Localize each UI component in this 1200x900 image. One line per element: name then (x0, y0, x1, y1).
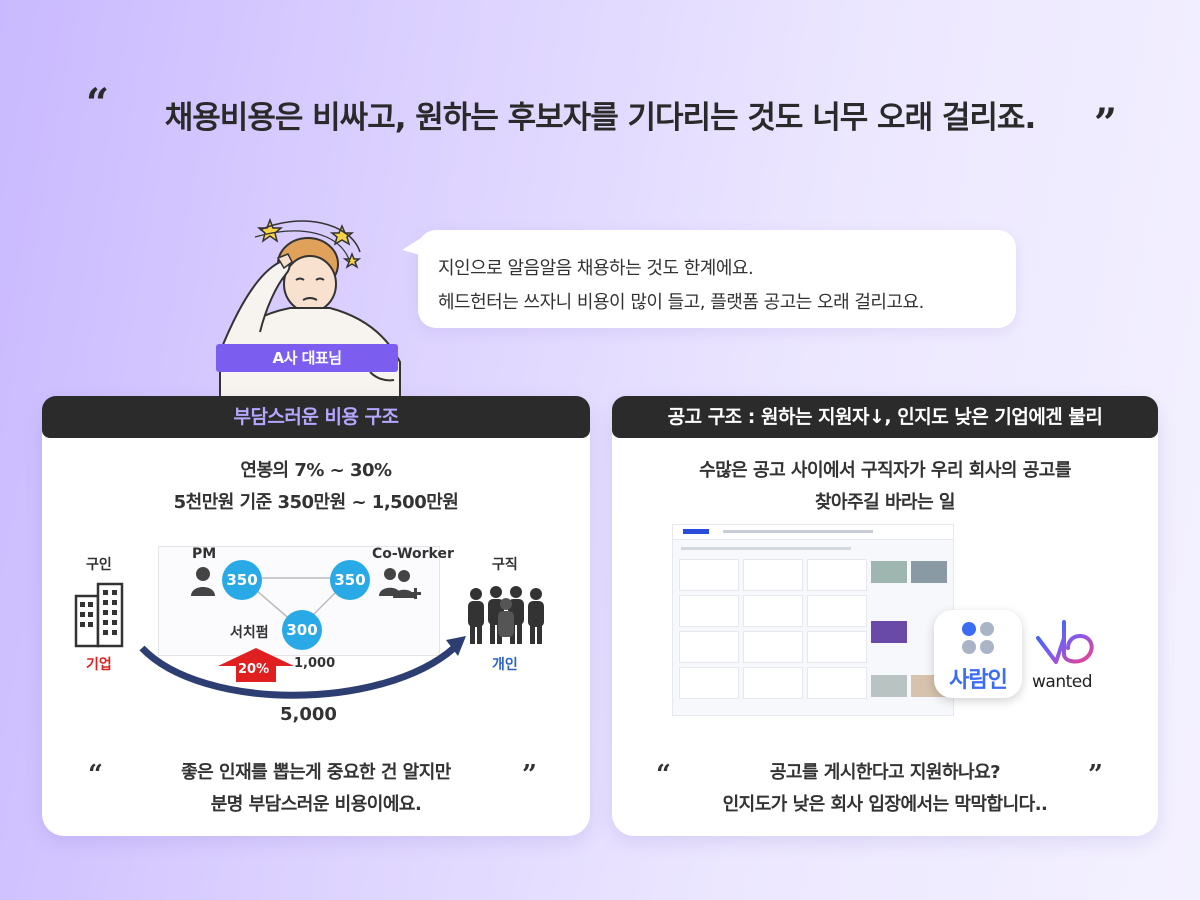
wanted-logo-icon (1036, 620, 1094, 664)
right-label: 구직 (492, 557, 518, 573)
cost-sub-2: 5천만원 기준 350만원 ~ 1,500만원 (173, 492, 459, 513)
saramin-dots-icon (962, 622, 994, 654)
ceo-badge: A사 대표님 (216, 344, 398, 372)
right-foot-close-quote: ” (1088, 760, 1103, 790)
searchfirm-value-circle: 300 (282, 610, 322, 650)
left-label: 구인 (86, 557, 112, 573)
coworker-value-circle: 350 (330, 560, 370, 600)
left-foot-2: 분명 부담스러운 비용이에요. (210, 794, 422, 815)
right-foot-2: 인지도가 낮은 회사 입장에서는 막막합니다.. (722, 794, 1048, 815)
right-foot-open-quote: “ (656, 760, 671, 790)
right-caption: 개인 (492, 657, 518, 673)
job-post-card: 공고 구조 : 원하는 지원자↓, 인지도 낮은 기업에겐 불리 수많은 공고 … (612, 396, 1158, 836)
left-caption: 기업 (86, 657, 112, 673)
stressed-person-illustration (219, 217, 401, 402)
headline-open-quote: “ (86, 80, 110, 127)
job-board-screenshot (672, 524, 954, 716)
searchfirm-label: 서치펌 (230, 625, 269, 641)
pm-value-circle: 350 (222, 560, 262, 600)
cost-structure-card: 부담스러운 비용 구조 연봉의 7% ~ 30% 5천만원 기준 350만원 ~… (42, 396, 590, 836)
cost-diagram: 구인 기업 구직 개인 PM (42, 536, 590, 736)
cost-structure-title: 부담스러운 비용 구조 (42, 396, 590, 438)
saramin-text: 사람인 (949, 668, 1008, 693)
cost-sub-1: 연봉의 7% ~ 30% (240, 460, 392, 481)
big-total: 5,000 (280, 704, 337, 725)
percent-label: 20% (238, 662, 270, 677)
pm-person-icon (191, 567, 215, 596)
job-post-title: 공고 구조 : 원하는 지원자↓, 인지도 낮은 기업에겐 불리 (612, 396, 1158, 438)
left-foot-open-quote: “ (88, 760, 103, 790)
bubble-line-1: 지인으로 알음알음 채용하는 것도 한계에요. (438, 258, 754, 279)
small-total: 1,000 (294, 656, 336, 671)
red-up-arrow-icon (218, 648, 294, 682)
coworker-label: Co-Worker (372, 546, 454, 562)
left-foot-1: 좋은 인재를 뽑는게 중요한 건 알지만 (181, 762, 451, 783)
job-post-sub-2: 찾아주길 바라는 일 (814, 492, 956, 513)
coworker-people-icon (379, 568, 421, 599)
job-post-sub-1: 수많은 공고 사이에서 구직자가 우리 회사의 공고를 (699, 460, 1071, 481)
left-foot-close-quote: ” (522, 760, 537, 790)
headline-close-quote: ” (1094, 100, 1118, 147)
right-foot-1: 공고를 게시한다고 지원하나요? (769, 762, 1001, 783)
building-icon (74, 582, 124, 648)
pm-label: PM (192, 546, 217, 562)
saramin-logo: 사람인 (934, 610, 1022, 698)
crowd-icon (468, 586, 544, 644)
diagram-frame (158, 546, 440, 656)
speech-bubble: 지인으로 알음알음 채용하는 것도 한계에요. 헤드헌터는 쓰자니 비용이 많이… (402, 230, 1016, 328)
headline-text: 채용비용은 비싸고, 원하는 후보자를 기다리는 것도 너무 오래 걸리죠. (164, 100, 1036, 136)
bubble-line-2: 헤드헌터는 쓰자니 비용이 많이 들고, 플랫폼 공고는 오래 걸리고요. (438, 292, 924, 313)
wanted-text: wanted (1032, 672, 1093, 692)
flow-arrow-icon (139, 636, 466, 699)
